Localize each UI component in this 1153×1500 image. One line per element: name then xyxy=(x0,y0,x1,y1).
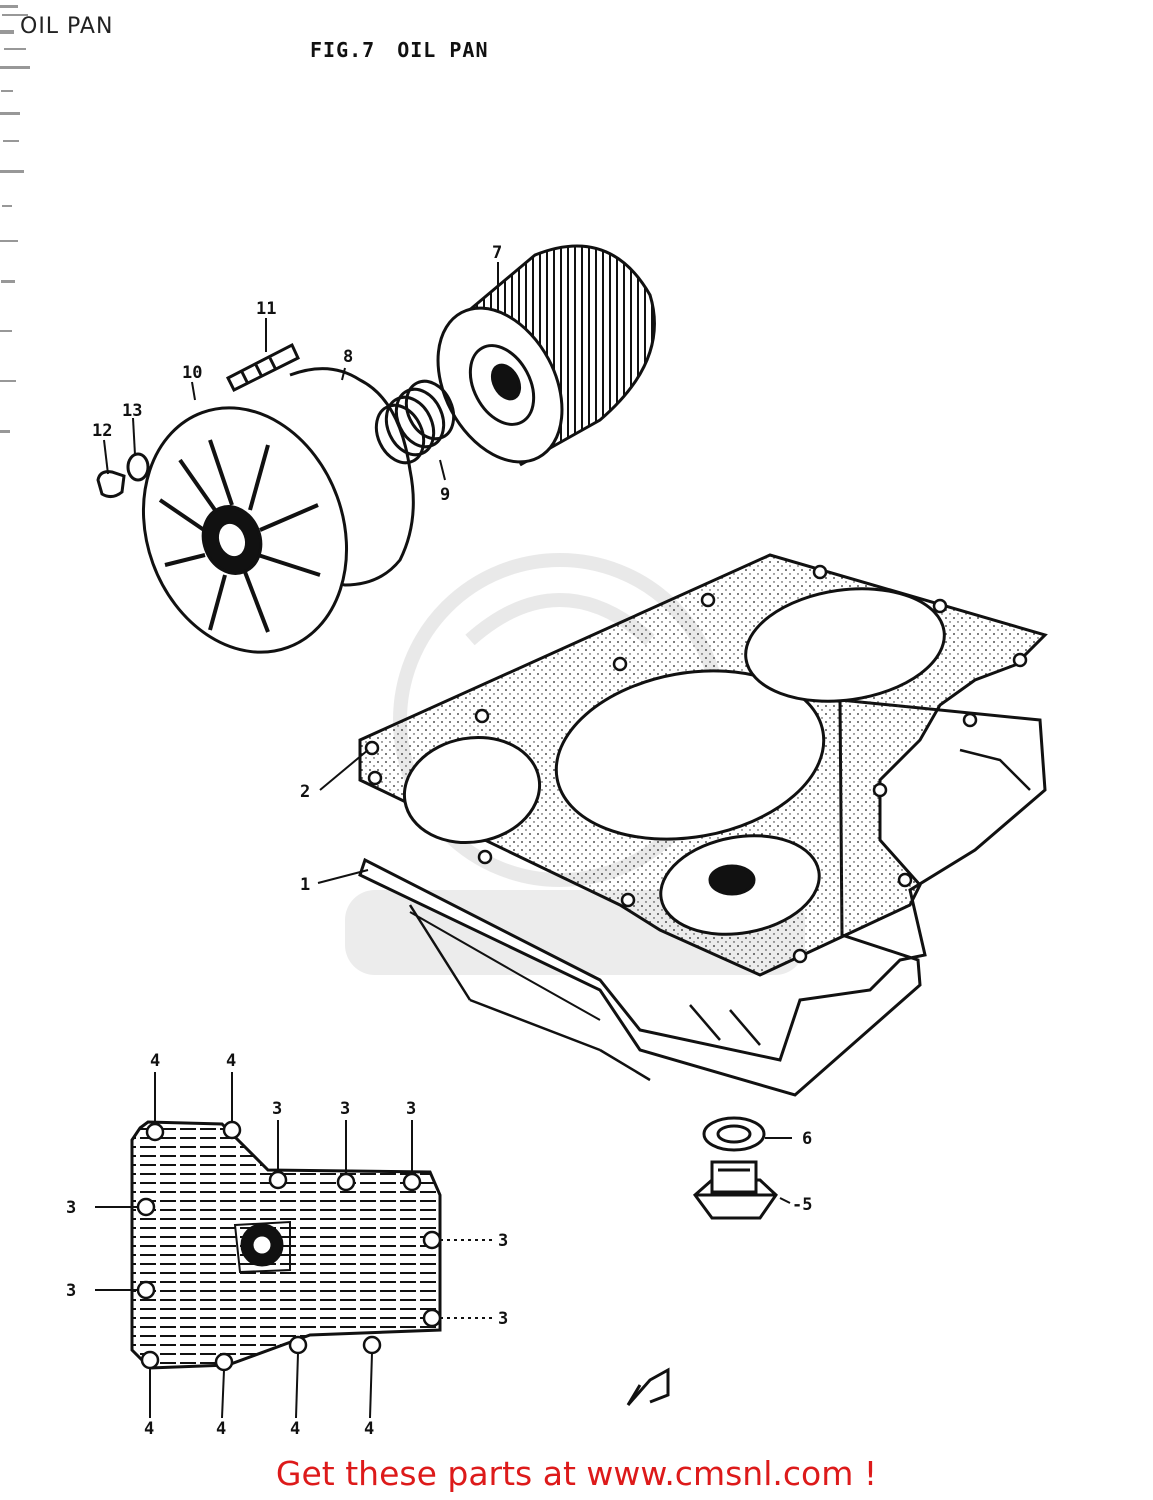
footer-shop-link[interactable]: Get these parts at www.cmsnl.com ! xyxy=(275,1454,878,1493)
callout-8: 8 xyxy=(343,347,353,367)
callout-5: -5 xyxy=(792,1195,812,1215)
figure-number: FIG.7 xyxy=(310,38,376,62)
callout-3: 3 xyxy=(272,1099,282,1119)
callout-3: 3 xyxy=(498,1309,508,1329)
callout-11: 11 xyxy=(256,299,276,319)
callout-10: 10 xyxy=(182,363,202,383)
callout-4: 4 xyxy=(290,1419,300,1439)
cap-nut-12 xyxy=(96,470,126,499)
drain-plug xyxy=(692,1160,778,1220)
page-label: OIL PAN xyxy=(20,14,114,39)
scan-noise xyxy=(0,5,30,433)
callout-4: 4 xyxy=(216,1419,226,1439)
callout-12: 12 xyxy=(92,421,112,441)
callout-4: 4 xyxy=(150,1051,160,1071)
stud-bolt xyxy=(225,342,300,393)
callout-3: 3 xyxy=(340,1099,350,1119)
callout-7: 7 xyxy=(492,243,502,263)
callout-3: 3 xyxy=(498,1231,508,1251)
callout-13: 13 xyxy=(122,401,142,421)
callout-3: 3 xyxy=(66,1198,76,1218)
figure-name: OIL PAN xyxy=(397,38,489,62)
filter-cover xyxy=(141,406,349,654)
callout-6: 6 xyxy=(802,1129,812,1149)
oil-pan-gasket xyxy=(358,553,1048,1021)
callout-3: 3 xyxy=(66,1281,76,1301)
parts-diagram: 7 11 8 10 13 12 9 2 1 6 -5 4 4 3 3 3 3 3… xyxy=(66,243,1048,1439)
callout-3: 3 xyxy=(406,1099,416,1119)
oil-filter xyxy=(436,244,656,467)
callout-4: 4 xyxy=(226,1051,236,1071)
callout-4: 4 xyxy=(364,1419,374,1439)
figure-title: FIG.7 OIL PAN xyxy=(310,38,489,62)
oil-pan-bottom-view xyxy=(130,1120,442,1372)
callout-1: 1 xyxy=(300,875,310,895)
washer-13 xyxy=(126,452,150,482)
callout-4: 4 xyxy=(144,1419,154,1439)
callout-9: 9 xyxy=(440,485,450,505)
callout-2: 2 xyxy=(300,782,310,802)
leader-lines xyxy=(95,262,792,1419)
direction-arrow-icon xyxy=(626,1367,670,1406)
callout-labels: 7 11 8 10 13 12 9 2 1 6 -5 4 4 3 3 3 3 3… xyxy=(66,243,812,1439)
drain-plug-washer xyxy=(702,1116,766,1152)
